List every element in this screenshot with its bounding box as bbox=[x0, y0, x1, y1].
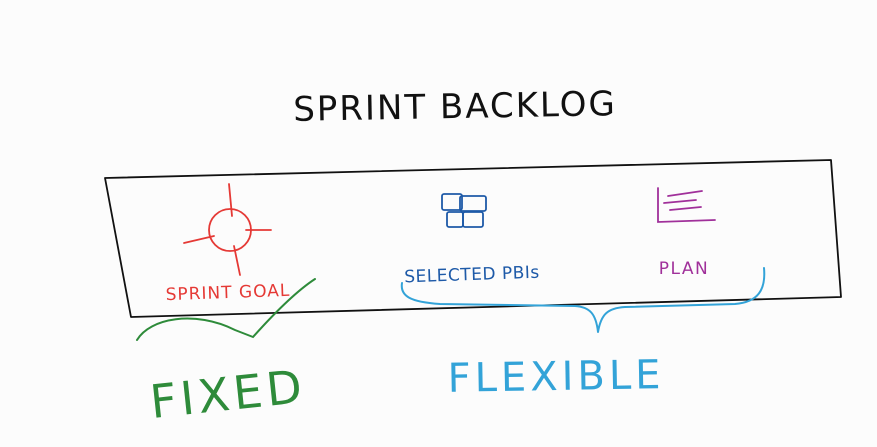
flexible-brace bbox=[400, 267, 766, 333]
fixed-check-stroke bbox=[136, 278, 316, 341]
item-label-sprint-goal: SPRINT GOAL bbox=[165, 281, 290, 305]
plan-list-icon bbox=[657, 187, 716, 223]
backlog-box bbox=[104, 159, 842, 318]
item-label-selected-pbis: SELECTED PBIs bbox=[404, 263, 540, 288]
group-label-fixed: FIXED bbox=[147, 359, 308, 429]
group-label-flexible: FLEXIBLE bbox=[447, 352, 665, 402]
item-label-plan: PLAN bbox=[659, 259, 709, 279]
page-title: SPRINT BACKLOG bbox=[293, 84, 617, 130]
bricks-icon bbox=[441, 193, 487, 228]
crosshair-icon bbox=[183, 183, 272, 276]
